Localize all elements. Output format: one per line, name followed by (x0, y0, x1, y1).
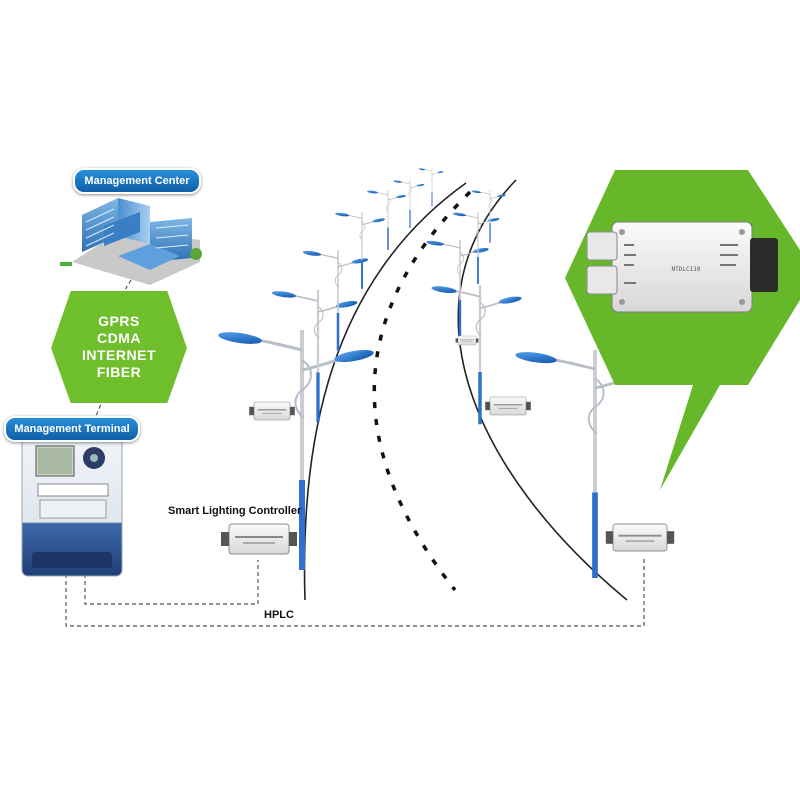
network-type-fiber: FIBER (96, 364, 142, 380)
management-terminal-meter (21, 433, 123, 577)
road (303, 179, 628, 601)
network-hexagon (48, 289, 190, 405)
controller-device-code: NTDLC110 (672, 266, 701, 273)
management-center-building (60, 198, 202, 285)
network-types: GPRS CDMA INTERNET FIBER (57, 313, 181, 381)
management-terminal-label: Management Terminal (4, 416, 140, 442)
smart-lighting-controller-label: Smart Lighting Controller (168, 505, 302, 517)
controller-zoom-callout: NTDLC110 (565, 170, 800, 490)
network-type-gprs: GPRS (98, 313, 140, 329)
smart-lighting-controller (220, 523, 298, 555)
network-type-cdma: CDMA (97, 330, 141, 346)
management-center-label: Management Center (73, 168, 201, 194)
hplc-label: HPLC (264, 609, 294, 621)
network-type-internet: INTERNET (82, 347, 156, 363)
